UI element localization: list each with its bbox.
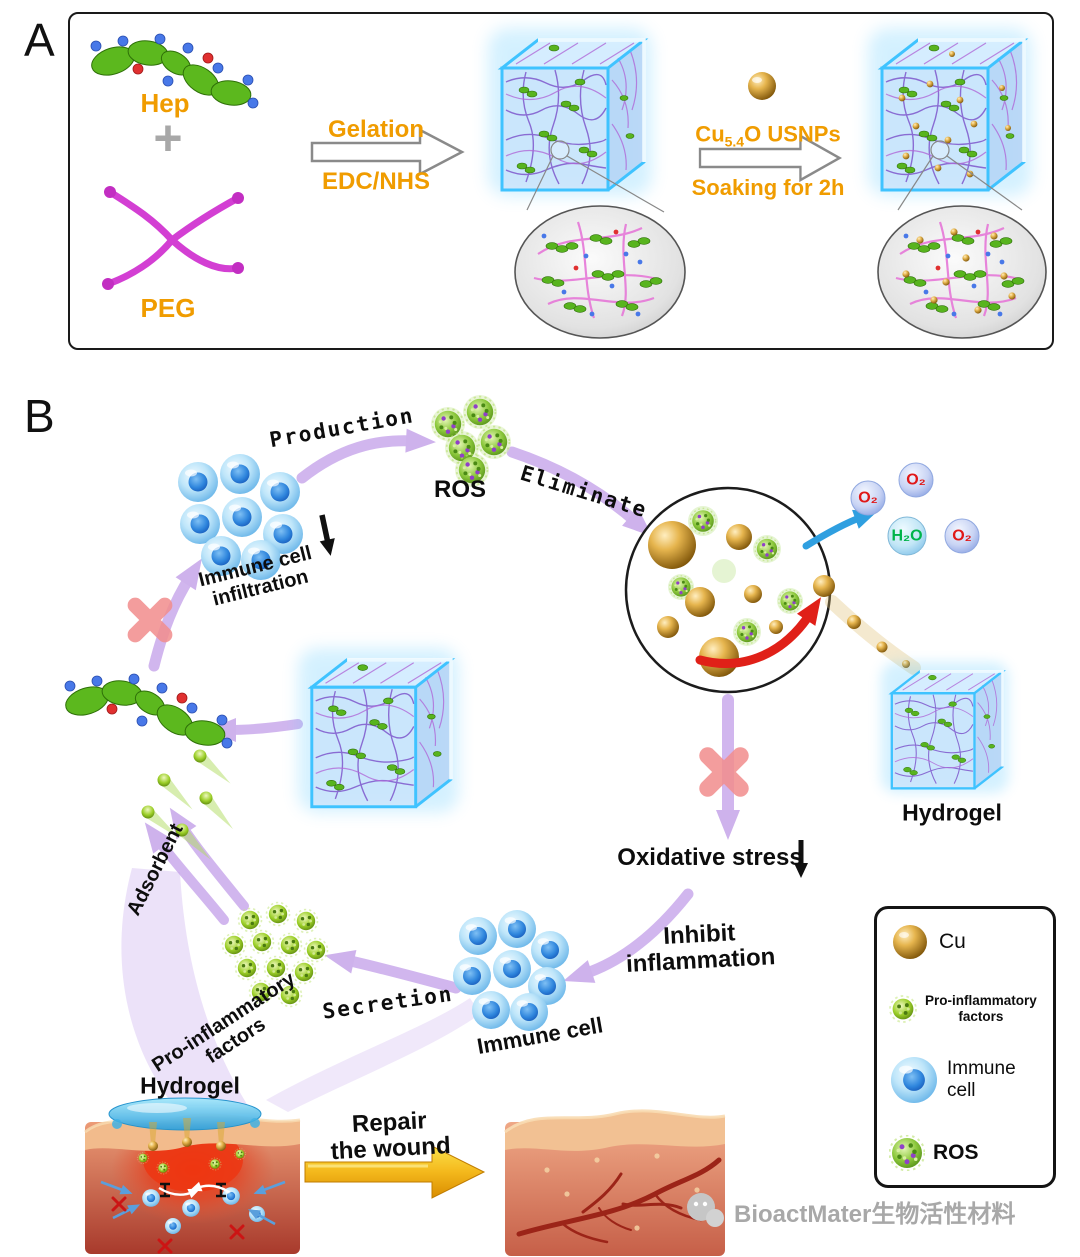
panel-a-graphics — [87, 28, 1047, 339]
zoom-circle-2 — [877, 205, 1047, 339]
gold-trail — [825, 595, 921, 675]
oxidative-stress-label: Oxidative stress — [617, 844, 803, 872]
copper-release — [148, 1118, 226, 1151]
ros-cluster — [431, 395, 511, 487]
pro-inflammatory-icon — [889, 994, 917, 1023]
arrow-production — [296, 428, 436, 484]
hydrogel-cube-1 — [488, 28, 652, 196]
arrow-block-infiltration — [148, 558, 202, 672]
arrow-hydrogel-to-hep — [206, 717, 303, 742]
infiltration-down-arrow — [314, 513, 338, 557]
wound-illustration — [84, 1097, 301, 1254]
cu-nanoparticle — [748, 72, 776, 100]
hydrogel-cube-left — [298, 648, 459, 813]
legend: Cu Pro-inflammatory factors Immune cell … — [874, 906, 1056, 1188]
zoom-circle-1 — [514, 205, 686, 339]
gelation-label: Gelation — [327, 116, 425, 144]
legend-ros-label: ROS — [933, 1140, 979, 1164]
release-arrow — [695, 597, 822, 668]
hydrogel-wound-label: Hydrogel — [140, 1072, 240, 1099]
ros-icon — [889, 1134, 925, 1171]
cycle-arrows — [144, 428, 740, 994]
arrow-inhibit — [563, 888, 694, 983]
zoom-link-2 — [897, 140, 1023, 211]
plus-sign: + — [153, 110, 183, 166]
hep-chain-adsorbent — [61, 673, 233, 749]
cu-nanoparticles-in-circle — [648, 521, 783, 677]
skin-speckles — [544, 1153, 700, 1231]
blood-vessels — [516, 1157, 722, 1244]
released-cu — [813, 575, 835, 597]
o2-label-3: O₂ — [952, 527, 972, 545]
legend-item-ros: ROS — [889, 1134, 1045, 1171]
cu-formula-subscript: 5.4 — [724, 133, 745, 150]
hydrogel-right-label: Hydrogel — [902, 799, 1002, 826]
immune-cell-icon — [891, 1056, 937, 1103]
inhibit-label: Inhibit inflammation — [624, 918, 776, 978]
ros-label: ROS — [433, 476, 487, 504]
edc-nhs-label: EDC/NHS — [321, 168, 431, 196]
cu-formula-suffix: O USNPs — [744, 121, 841, 147]
hydrogel-cube-2 — [868, 28, 1032, 196]
gas-bubbles — [850, 462, 980, 556]
o2-label-2: O₂ — [906, 471, 926, 489]
legend-pro-line2: factors — [958, 1008, 1004, 1024]
repair-label: Repair the wound — [329, 1107, 451, 1165]
catalysis-arrow — [802, 509, 878, 550]
factor-comets — [137, 747, 243, 860]
legend-pro-line1: Pro-inflammatory — [925, 993, 1037, 1009]
infiltration-arrows — [100, 1180, 286, 1226]
cu-formula-prefix: Cu — [695, 121, 725, 147]
peg-label: PEG — [140, 292, 196, 323]
hep-label: Hep — [140, 87, 190, 118]
healed-skin-illustration — [504, 1109, 726, 1256]
legend-item-cu: Cu — [889, 921, 1045, 963]
zoom-link-1 — [526, 140, 665, 213]
arrow-secretion — [324, 950, 462, 994]
o2-label-1: O₂ — [858, 489, 878, 507]
arrow-adsorb-2 — [144, 822, 229, 925]
cu-icon — [893, 925, 927, 959]
repair-arrow — [304, 1145, 486, 1199]
legend-immune-label: Immune cell — [947, 1057, 1016, 1101]
legend-item-pro: Pro-inflammatory factors — [889, 993, 1045, 1024]
watermark-text: BioactMater生物活性材料 — [734, 1200, 1016, 1228]
soaking-label: Soaking for 2h — [691, 175, 845, 201]
cu-usnps-label: Cu5.4O USNPs — [695, 122, 840, 150]
legend-pro-label: Pro-inflammatory factors — [925, 993, 1037, 1024]
wechat-icon — [687, 1193, 724, 1227]
arrow-eliminate — [506, 446, 653, 537]
adsorption-swoosh — [121, 868, 480, 1112]
h2o-label: H₂O — [891, 527, 923, 545]
legend-item-immune: Immune cell — [889, 1055, 1045, 1105]
circulation-arrows — [158, 1181, 230, 1199]
watermark: BioactMater生物活性材料 — [684, 1190, 1015, 1232]
hydrogel-cube-right — [881, 662, 1009, 793]
panel-b-label: B — [24, 390, 55, 442]
ros-scavenging-circle — [624, 486, 835, 694]
blocked-marks — [111, 1196, 245, 1254]
peg-molecule — [102, 186, 244, 290]
panel-a-label: A — [24, 14, 55, 66]
legend-cu-label: Cu — [939, 930, 966, 953]
